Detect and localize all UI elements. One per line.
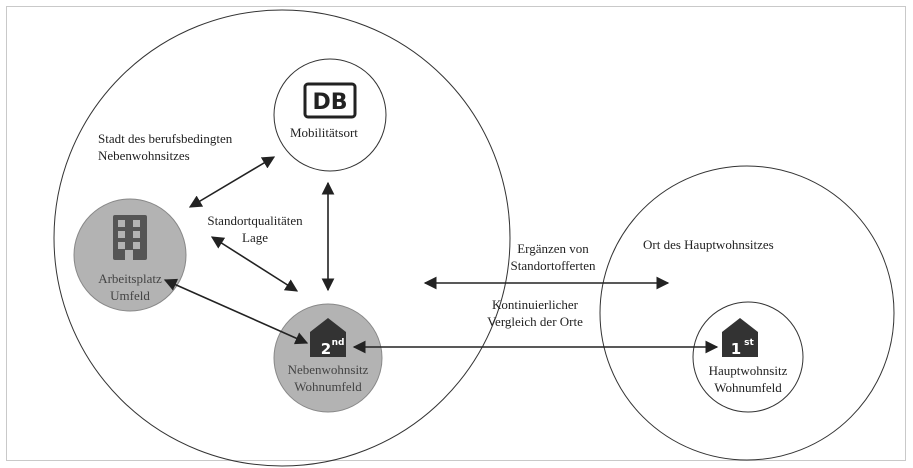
second-home-icon: 2 nd	[310, 318, 346, 358]
comparison-label: Kontinuierlicher Vergleich der Orte	[460, 296, 610, 330]
arrow-city-mobility	[188, 156, 276, 208]
main-residence-circle	[599, 165, 895, 461]
svg-text:2: 2	[321, 340, 331, 358]
mobility-label: Mobilitätsort	[290, 125, 358, 140]
svg-text:nd: nd	[332, 338, 345, 348]
workplace-label: Arbeitsplatz Umfeld	[80, 270, 180, 304]
primary-residence-line2: Wohnumfeld	[714, 380, 782, 395]
svg-text:1: 1	[731, 340, 741, 358]
city-label-line2: Nebenwohnsitzes	[98, 148, 190, 163]
location-qualities-line1: Standortqualitäten	[207, 213, 303, 228]
first-home-icon: 1 st	[722, 318, 758, 358]
office-building-icon	[113, 215, 147, 260]
complement-label: Ergänzen von Standortofferten	[478, 240, 628, 274]
svg-text:st: st	[744, 338, 754, 348]
workplace-label-line1: Arbeitsplatz	[98, 271, 162, 286]
secondary-residence-line1: Nebenwohnsitz	[287, 362, 369, 377]
db-logo-icon: DB	[303, 82, 357, 119]
arrow-workplace-secondary	[163, 278, 309, 345]
comparison-line1: Kontinuierlicher	[492, 297, 578, 312]
secondary-residence-line2: Wohnumfeld	[294, 379, 362, 394]
diagram-frame	[6, 6, 906, 461]
location-qualities-label: Standortqualitäten Lage	[200, 212, 310, 246]
complement-line2: Standortofferten	[510, 258, 596, 273]
workplace-label-line2: Umfeld	[110, 288, 150, 303]
city-circle	[53, 9, 511, 467]
complement-line1: Ergänzen von	[517, 241, 589, 256]
main-residence-place-label: Ort des Hauptwohnsitzes	[643, 237, 774, 252]
primary-residence-line1: Hauptwohnsitz	[708, 363, 788, 378]
city-label: Stadt des berufsbedingten Nebenwohnsitze…	[98, 130, 232, 164]
svg-text:DB: DB	[312, 90, 347, 115]
comparison-line2: Vergleich der Orte	[487, 314, 583, 329]
secondary-residence-label: Nebenwohnsitz Wohnumfeld	[270, 361, 386, 395]
city-label-line1: Stadt des berufsbedingten	[98, 131, 233, 146]
location-qualities-line2: Lage	[242, 230, 268, 245]
primary-residence-label: Hauptwohnsitz Wohnumfeld	[690, 362, 806, 396]
